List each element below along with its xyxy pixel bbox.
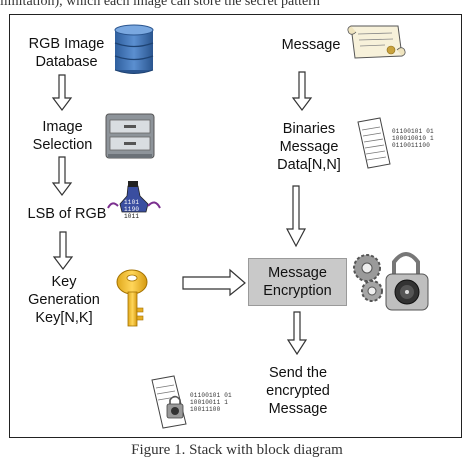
arrow-selection-to-lsb bbox=[51, 156, 73, 196]
scroll-icon bbox=[347, 25, 406, 59]
arrow-encryption-to-send bbox=[286, 311, 308, 356]
lsb-binary-icon bbox=[107, 181, 161, 213]
arrow-key-to-encryption bbox=[182, 268, 246, 297]
database-icon bbox=[114, 24, 154, 74]
arrow-binaries-to-encryption bbox=[286, 185, 306, 248]
arrow-db-to-selection bbox=[51, 74, 73, 111]
node-rgb-image-database: RGB Image Database bbox=[28, 36, 105, 70]
encrypted-document-icon bbox=[151, 375, 187, 429]
arrow-lsb-to-key bbox=[52, 231, 74, 270]
gears-lock-icon bbox=[353, 252, 429, 311]
node-key-generation: Key Generation Key[N,K] bbox=[28, 274, 100, 326]
diagram-frame bbox=[9, 14, 462, 438]
node-binaries-message-data: Binaries Message Data[N,N] bbox=[277, 121, 341, 173]
encrypted-binary-text: 01100101 01 10010011 1 10011100 bbox=[190, 392, 232, 413]
lsb-bits-text: 1101 1190 1011 bbox=[124, 199, 140, 220]
node-image-selection: Image Selection bbox=[32, 119, 93, 153]
file-cabinet-icon bbox=[105, 113, 155, 159]
node-lsb-of-rgb: LSB of RGB bbox=[27, 206, 107, 222]
figure-caption: Figure 1. Stack with block diagram bbox=[131, 442, 343, 458]
node-message-encryption: Message Encryption bbox=[263, 265, 332, 299]
node-message: Message bbox=[281, 37, 341, 53]
node-send-encrypted-message: Send the encrypted Message bbox=[266, 365, 330, 417]
encryption-box: Message Encryption bbox=[248, 258, 347, 306]
binary-data-text: 01100101 01 100010010 1 0110011100 bbox=[392, 128, 434, 149]
arrow-message-to-binaries bbox=[291, 71, 313, 111]
document-icon bbox=[357, 117, 391, 169]
key-icon bbox=[116, 269, 148, 327]
cropped-top-text: limitation), which each image can store … bbox=[0, 0, 320, 8]
